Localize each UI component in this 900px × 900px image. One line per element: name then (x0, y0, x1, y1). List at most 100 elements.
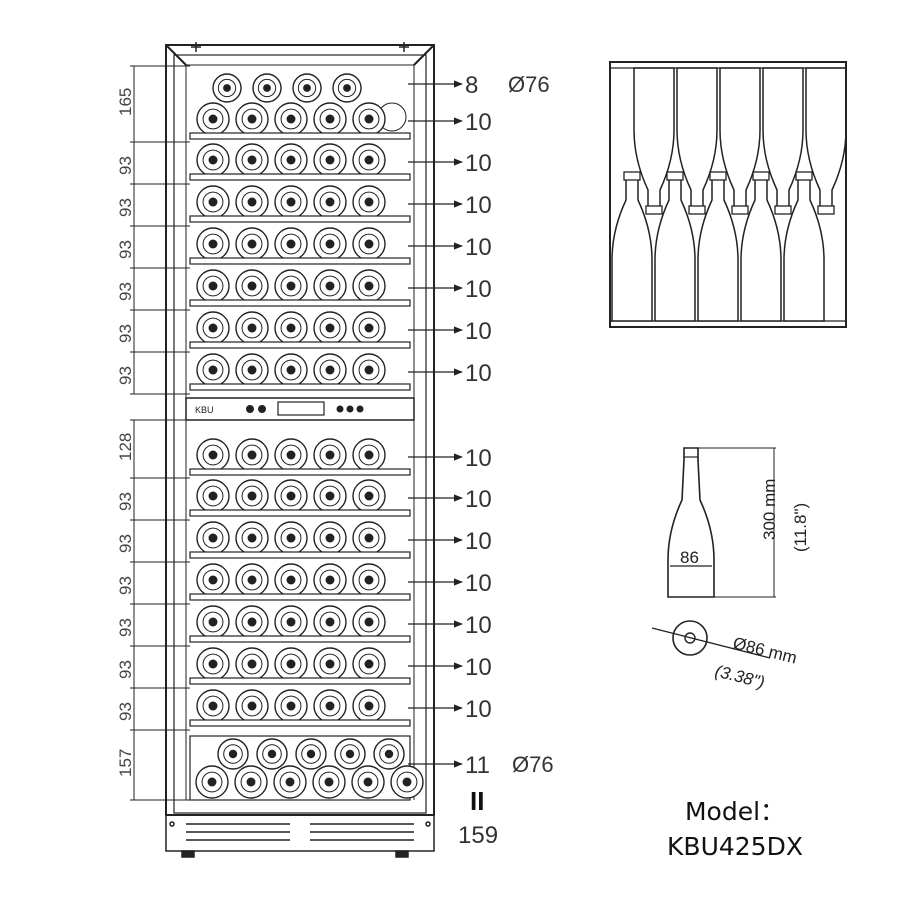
dimension-label: 93 (116, 534, 135, 553)
dimension-label: 93 (116, 618, 135, 637)
bottle-end (313, 102, 347, 136)
bottle-count-label: 10 (465, 276, 492, 303)
bottle-count-label: 10 (465, 528, 492, 555)
bottle-height-inch-label: (11.8") (791, 503, 810, 552)
bottle-end (196, 227, 230, 261)
bottle-count-label: 10 (465, 486, 492, 513)
bottle-end (334, 738, 366, 770)
bottle-end (212, 73, 242, 103)
bottle-end (274, 479, 308, 513)
base-dimension: 159 (458, 822, 498, 849)
bottle-end (235, 605, 269, 639)
bottle-end (256, 738, 288, 770)
bottle-count-label: 10 (465, 570, 492, 597)
top-rack-diameter: Ø76 (508, 72, 550, 97)
dimension-label: 157 (116, 749, 135, 777)
bottle-end (352, 227, 386, 261)
bottle-outline (667, 447, 715, 598)
bottle-end (196, 563, 230, 597)
bottle-end (274, 353, 308, 387)
bottle-count-label: 10 (465, 654, 492, 681)
bottle-side-view (609, 61, 847, 328)
bottle-end (196, 605, 230, 639)
bottle-end (235, 479, 269, 513)
bottle-end (274, 647, 308, 681)
dimension-label: 165 (116, 88, 135, 116)
dimension-label: 93 (116, 282, 135, 301)
bottle-count-label: 10 (465, 445, 492, 472)
shelf-board (189, 593, 411, 601)
bottle-count-label: 8 (465, 72, 478, 99)
bottle-end (235, 185, 269, 219)
bottle-end (274, 521, 308, 555)
bottle-end (235, 143, 269, 177)
bottle-end (196, 479, 230, 513)
dimension-label: 93 (116, 366, 135, 385)
bottle-base-view: Ø86 mm (3.38") (651, 620, 799, 692)
dimension-label: 93 (116, 660, 135, 679)
dimension-label: 93 (116, 702, 135, 721)
bottle-end (234, 765, 268, 799)
control-panel: KBU (185, 397, 415, 421)
shelf-board (189, 635, 411, 643)
bottle-end (196, 185, 230, 219)
base-symbol: II (470, 786, 484, 816)
bottle-end (352, 521, 386, 555)
bottle-end (235, 269, 269, 303)
bottle-end (313, 521, 347, 555)
bottle-end (373, 738, 405, 770)
shelf-board (189, 132, 411, 140)
dimension-label: 93 (116, 492, 135, 511)
bottle-end (332, 73, 362, 103)
bottle-diameter-inch-label: (3.38") (713, 661, 767, 692)
bottle-end (313, 143, 347, 177)
dimension-label: 93 (116, 324, 135, 343)
bottle-end (312, 765, 346, 799)
shelf-board (189, 383, 411, 391)
bottle-end (274, 185, 308, 219)
shelf-board (189, 257, 411, 265)
bottle-end (196, 521, 230, 555)
bottle-end (196, 647, 230, 681)
bottle-end (274, 102, 308, 136)
bottle-end (313, 269, 347, 303)
dimension-label: 93 (116, 576, 135, 595)
bottle-end (352, 438, 386, 472)
dimension-label: 128 (116, 433, 135, 461)
bottle-end (274, 227, 308, 261)
shelf-board (189, 719, 411, 727)
bottle-end (274, 269, 308, 303)
bottom-rack-diameter: Ø76 (512, 752, 554, 777)
shelf-board (189, 677, 411, 685)
bottle-count-label: 10 (465, 109, 492, 136)
bottle-end (196, 689, 230, 723)
bottle-end (313, 689, 347, 723)
bottle-count-label: 10 (465, 192, 492, 219)
shelf-board (189, 341, 411, 349)
shelf-board (189, 299, 411, 307)
bottle-end (313, 647, 347, 681)
bottle-end (352, 269, 386, 303)
bottle-height-label: 300 mm (760, 479, 779, 540)
bottle-count-label: 11 (465, 752, 490, 779)
bottle-end (196, 269, 230, 303)
shelf-board (189, 173, 411, 181)
bottle-end (292, 73, 322, 103)
bottle-end (313, 185, 347, 219)
bottle-end (351, 765, 385, 799)
shelf-board (189, 509, 411, 517)
bottle-end (313, 311, 347, 345)
bottle-count-label: 10 (465, 150, 492, 177)
bottle-end (390, 765, 424, 799)
model-number: KBU425DX (667, 832, 803, 861)
bottle-end (313, 438, 347, 472)
bottle-end (352, 353, 386, 387)
bottle-end (252, 73, 282, 103)
bottle-end (313, 563, 347, 597)
dimension-label: 93 (116, 156, 135, 175)
shelf-board (189, 468, 411, 476)
svg-text:KBU: KBU (195, 405, 214, 415)
bottle-end (352, 479, 386, 513)
